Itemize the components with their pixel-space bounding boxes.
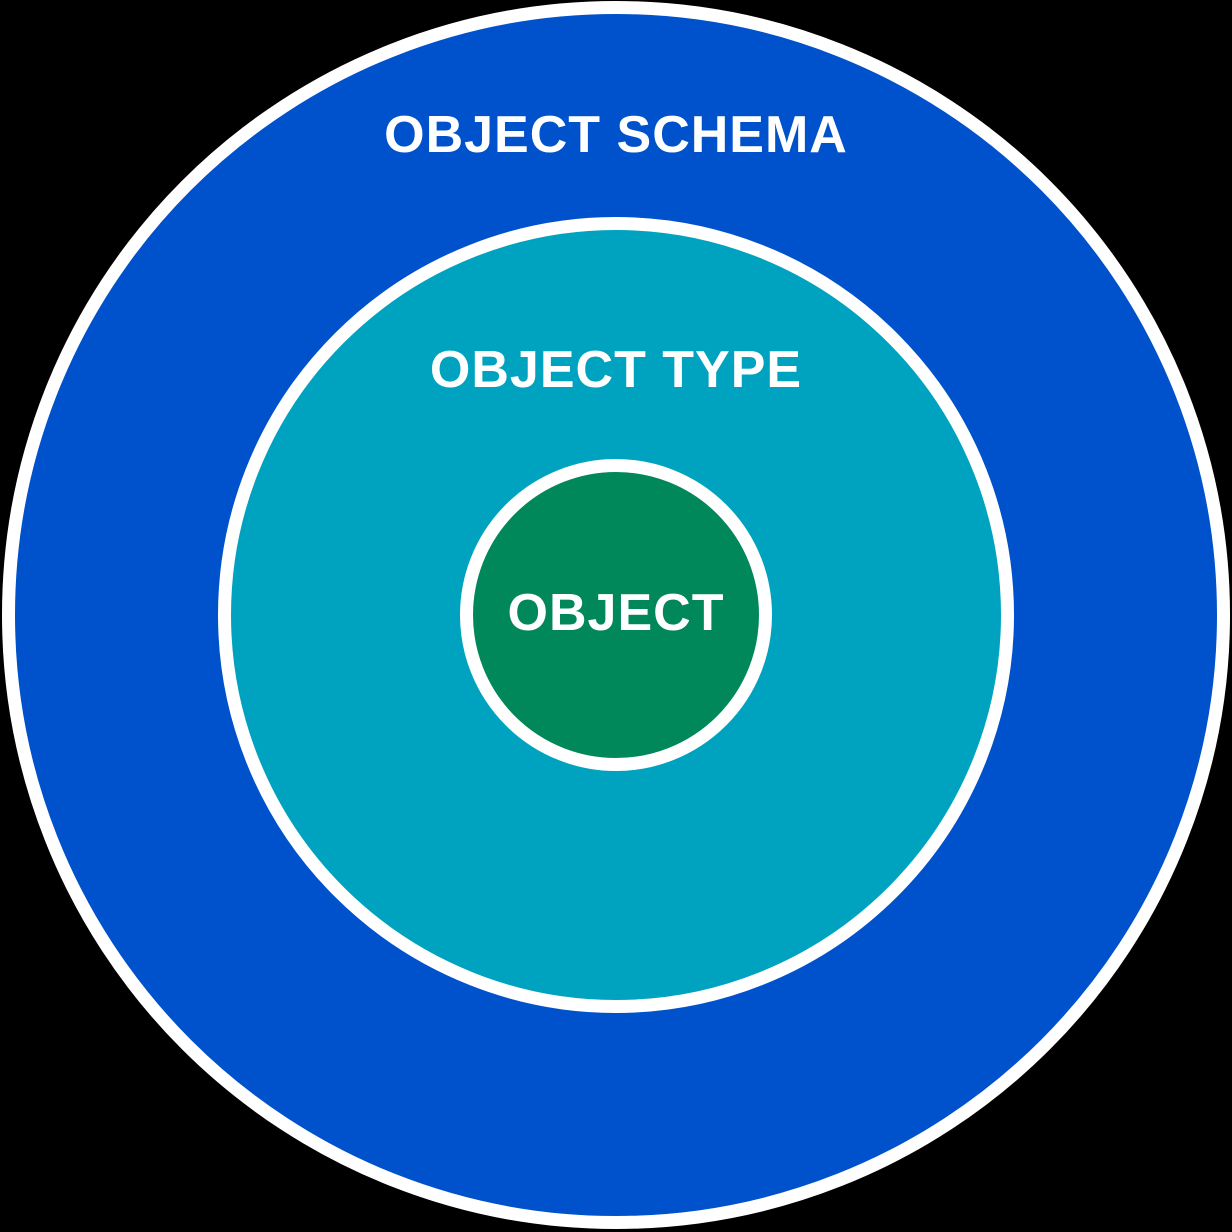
object-schema-label: OBJECT SCHEMA — [384, 106, 848, 164]
object-label: OBJECT — [507, 584, 725, 642]
object-type-circle: OBJECT TYPE OBJECT — [218, 217, 1014, 1013]
object-circle: OBJECT — [460, 459, 772, 771]
object-type-label: OBJECT TYPE — [429, 341, 803, 399]
